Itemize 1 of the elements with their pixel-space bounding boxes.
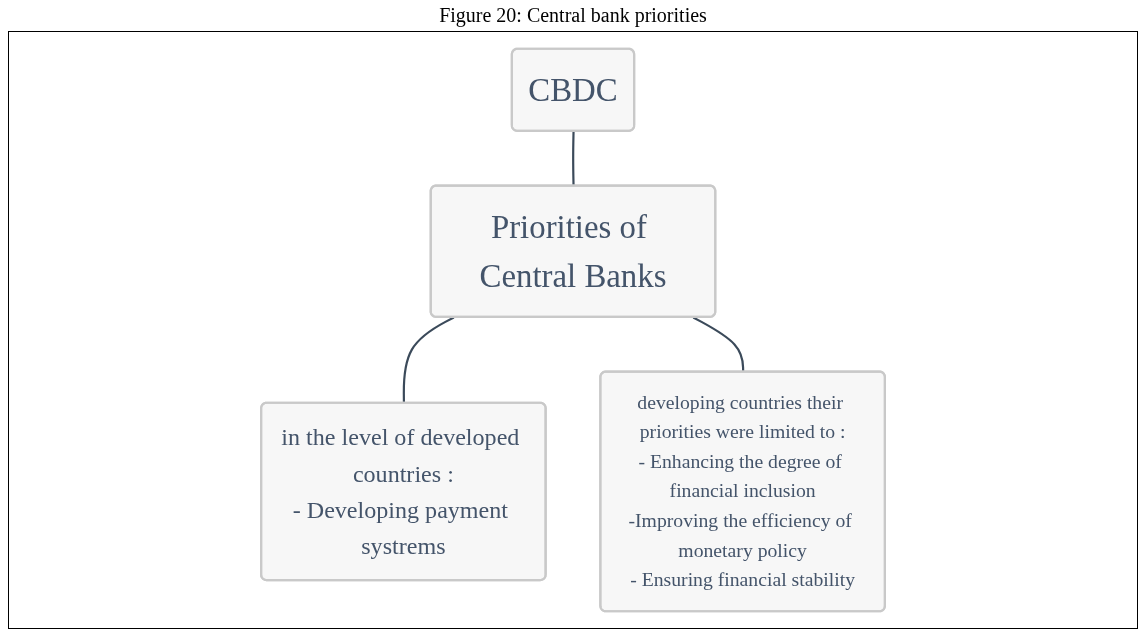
figure-title: Figure 20: Central bank priorities [438,4,708,27]
